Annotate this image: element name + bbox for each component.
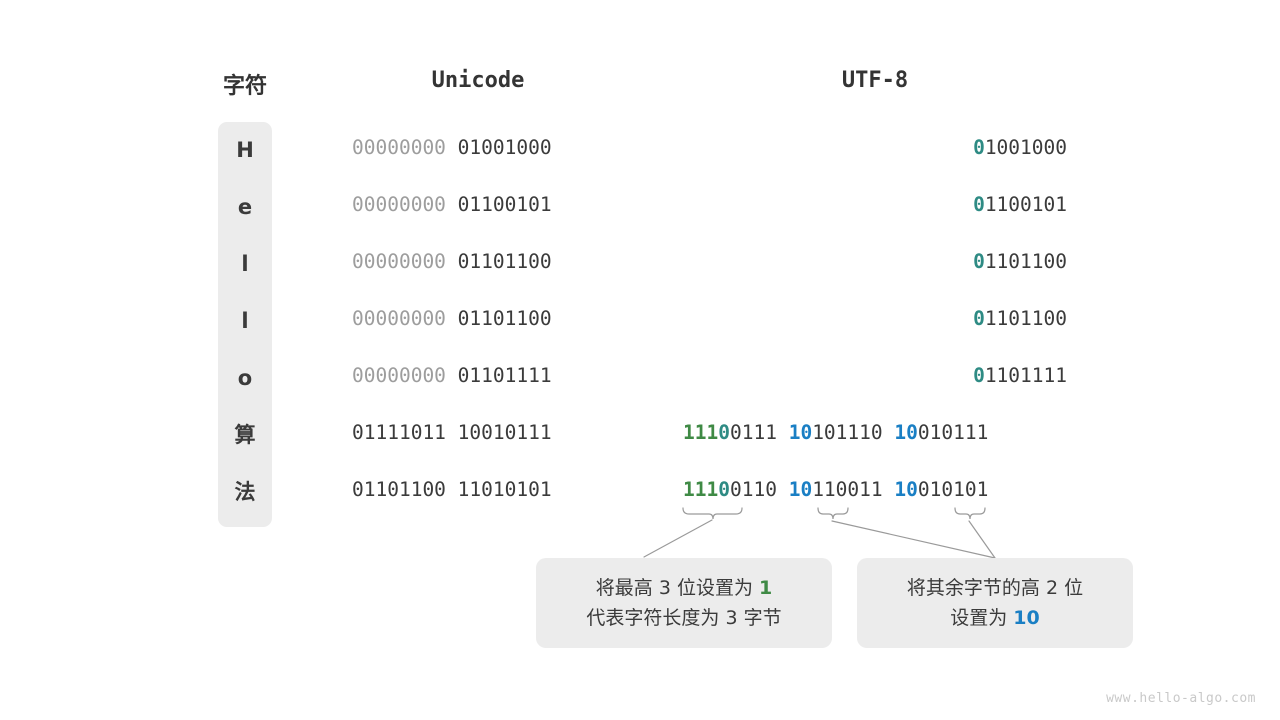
- unicode-value: 01101100 11010101: [352, 478, 606, 501]
- callout-1-count: 3: [658, 577, 671, 599]
- utf8-byte3-payload: 010111: [917, 421, 989, 444]
- unicode-high-byte: 00000000: [352, 193, 446, 216]
- utf8-value: 01001000: [867, 136, 1067, 159]
- unicode-byte-gap: [446, 307, 458, 330]
- callout-2-highlight: 10: [1013, 607, 1040, 629]
- unicode-value: 00000000 01101111: [352, 364, 606, 387]
- callout-1-text-b: 位设置为: [670, 577, 759, 599]
- unicode-high-byte: 00000000: [352, 364, 446, 387]
- utf8-byte3-marker: 10: [894, 421, 918, 444]
- unicode-low-byte: 01101100: [457, 250, 552, 273]
- utf8-prefix-bit: 0: [973, 250, 985, 273]
- callout-1-text-a: 将最高: [595, 577, 659, 599]
- character-cell: 算: [234, 423, 256, 447]
- callout-2-line-1: 将其余字节的高 2 位: [906, 577, 1084, 599]
- unicode-value: 00000000 01100101: [352, 193, 606, 216]
- character-cell: e: [237, 195, 253, 219]
- callout-leading-bits: 将最高 3 位设置为 1 代表字符长度为 3 字节: [536, 558, 832, 648]
- unicode-high-byte: 01111011: [352, 421, 446, 444]
- character-cell: o: [237, 366, 253, 390]
- utf8-value: 11100111 10101110 10010111: [683, 421, 988, 444]
- unicode-value: 00000000 01101100: [352, 250, 606, 273]
- utf8-byte2-payload: 101110: [812, 421, 883, 444]
- utf8-lead-zero: 0: [718, 478, 730, 501]
- utf8-byte1-payload: 0111: [729, 421, 777, 444]
- utf8-prefix-bit: 0: [973, 364, 985, 387]
- utf8-value: 01101111: [867, 364, 1067, 387]
- character-cell: l: [241, 252, 249, 276]
- unicode-value: 01111011 10010111: [352, 421, 606, 444]
- column-header-unicode: Unicode: [431, 68, 525, 93]
- utf8-value: 11100110 10110011 10010101: [683, 478, 988, 501]
- character-cell: H: [236, 138, 254, 162]
- watermark: www.hello-algo.com: [1106, 691, 1256, 706]
- utf8-prefix-bit: 0: [973, 193, 985, 216]
- unicode-byte-gap: [446, 421, 458, 444]
- column-header-character: 字符: [222, 74, 267, 99]
- utf8-payload-bits: 1101100: [984, 250, 1067, 273]
- unicode-low-byte: 01101100: [457, 307, 552, 330]
- unicode-byte-gap: [446, 250, 458, 273]
- utf8-payload-bits: 1100101: [984, 193, 1067, 216]
- utf8-byte3-marker: 10: [894, 478, 918, 501]
- unicode-low-byte: 01101111: [457, 364, 552, 387]
- unicode-high-byte: 00000000: [352, 136, 446, 159]
- unicode-low-byte: 01100101: [457, 193, 552, 216]
- callout-2-text-a: 设置为: [950, 607, 1014, 629]
- utf8-byte-gap: [777, 478, 789, 501]
- unicode-value: 00000000 01101100: [352, 307, 606, 330]
- utf8-prefix-bit: 0: [973, 136, 985, 159]
- utf8-lead-zero: 0: [718, 421, 730, 444]
- callout-continuation-bits: 将其余字节的高 2 位 设置为 10: [857, 558, 1133, 648]
- column-header-utf8: UTF-8: [841, 68, 909, 93]
- utf8-byte3-payload: 010101: [917, 478, 989, 501]
- unicode-value: 00000000 01001000: [352, 136, 606, 159]
- utf8-byte-gap: [883, 421, 895, 444]
- unicode-low-byte: 01001000: [457, 136, 552, 159]
- utf8-byte1-payload: 0110: [729, 478, 777, 501]
- utf8-byte2-marker: 10: [788, 421, 813, 444]
- utf8-value: 01101100: [867, 307, 1067, 330]
- callout-2-line-2: 设置为 10: [857, 603, 1133, 633]
- utf8-prefix-bit: 0: [973, 307, 985, 330]
- utf8-byte-gap: [883, 478, 895, 501]
- utf8-payload-bits: 1001000: [984, 136, 1067, 159]
- unicode-high-byte: 00000000: [352, 307, 446, 330]
- callout-1-highlight: 1: [759, 577, 773, 599]
- utf8-byte2-payload: 110011: [812, 478, 883, 501]
- unicode-byte-gap: [446, 478, 458, 501]
- character-cell: l: [241, 309, 249, 333]
- unicode-high-byte: 01101100: [352, 478, 446, 501]
- utf8-payload-bits: 1101100: [984, 307, 1067, 330]
- utf8-payload-bits: 1101111: [984, 364, 1067, 387]
- unicode-low-byte: 10010111: [457, 421, 552, 444]
- utf8-byte2-marker: 10: [788, 478, 813, 501]
- unicode-low-byte: 11010101: [457, 478, 552, 501]
- character-cell: 法: [234, 480, 256, 504]
- callout-1-line-1: 将最高 3 位设置为 1: [536, 573, 832, 603]
- unicode-byte-gap: [446, 136, 458, 159]
- utf8-lead-ones: 111: [683, 421, 719, 444]
- unicode-high-byte: 00000000: [352, 250, 446, 273]
- unicode-byte-gap: [446, 193, 458, 216]
- unicode-byte-gap: [446, 364, 458, 387]
- callout-1-line-2: 代表字符长度为 3 字节: [586, 607, 782, 629]
- utf8-byte-gap: [777, 421, 789, 444]
- utf8-value: 01101100: [867, 250, 1067, 273]
- utf8-value: 01100101: [867, 193, 1067, 216]
- utf8-lead-ones: 111: [683, 478, 719, 501]
